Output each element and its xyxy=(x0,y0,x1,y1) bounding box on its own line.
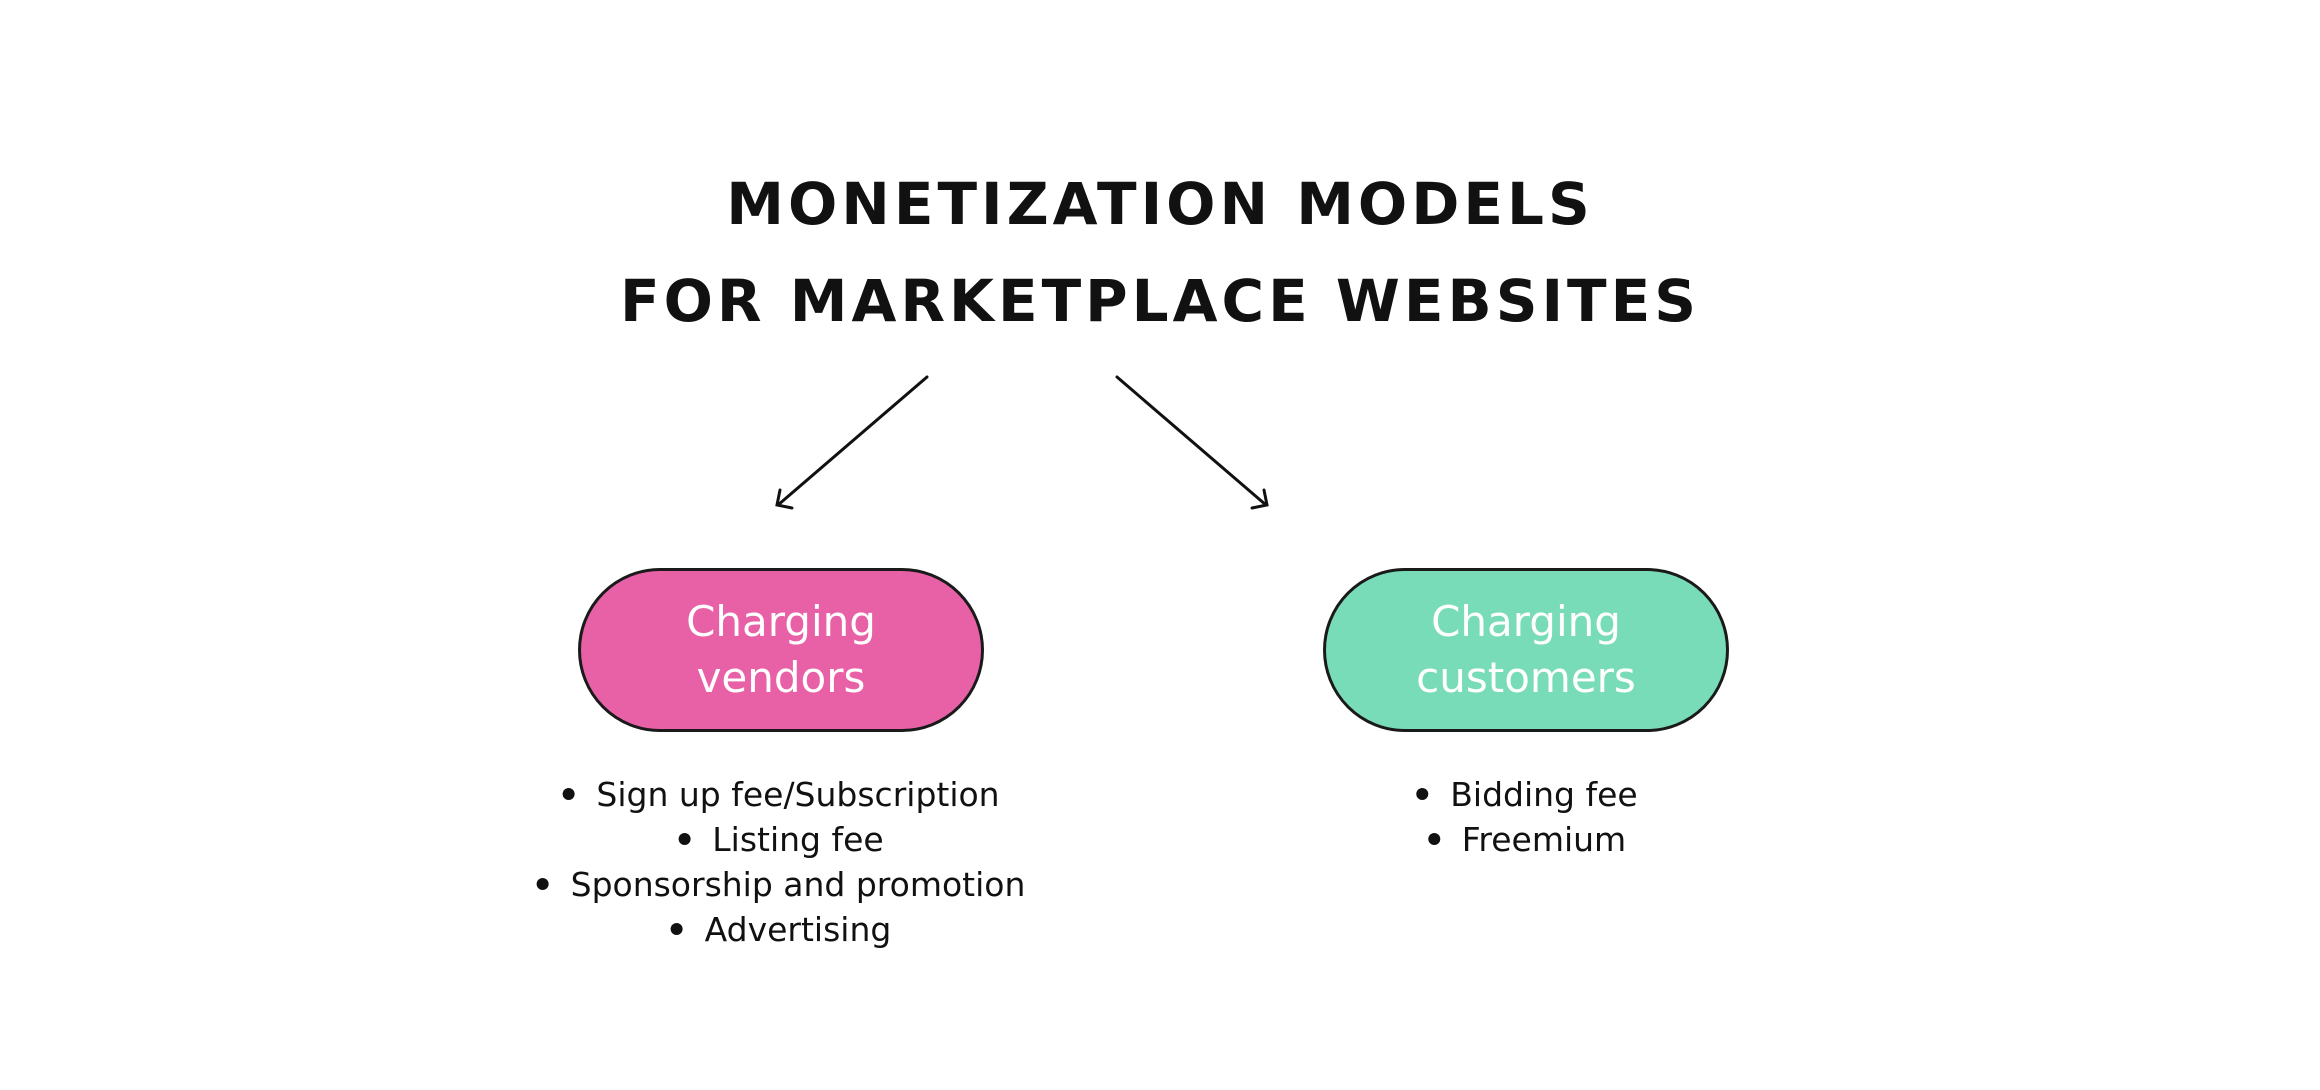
node-label-line2: customers xyxy=(1416,653,1636,702)
arrow-right-icon xyxy=(1115,375,1269,510)
vendors-list: Sign up fee/Subscription Listing fee Spo… xyxy=(536,772,1025,952)
node-label-line1: Charging xyxy=(1431,597,1621,646)
bullet-icon xyxy=(1427,832,1440,845)
title-line-2: FOR MARKETPLACE WEBSITES xyxy=(619,267,1701,335)
list-item: Sign up fee/Subscription xyxy=(562,772,1000,817)
bullet-icon xyxy=(678,832,691,845)
title-line-1: MONETIZATION MODELS xyxy=(726,170,1594,238)
node-label-line1: Charging xyxy=(686,597,876,646)
list-item: Advertising xyxy=(670,907,891,952)
arrow-left-icon xyxy=(775,375,929,510)
charging-vendors-node: Charging vendors xyxy=(578,568,984,732)
bullet-icon xyxy=(536,877,549,890)
list-item: Listing fee xyxy=(678,817,884,862)
list-item: Sponsorship and promotion xyxy=(536,862,1025,907)
list-item: Freemium xyxy=(1427,817,1626,862)
bullet-icon xyxy=(1416,787,1429,800)
list-item: Bidding fee xyxy=(1416,772,1638,817)
customers-list: Bidding fee Freemium xyxy=(1416,772,1638,862)
bullet-icon xyxy=(562,787,575,800)
node-label-line2: vendors xyxy=(696,653,866,702)
charging-customers-node: Charging customers xyxy=(1323,568,1729,732)
bullet-icon xyxy=(670,922,683,935)
